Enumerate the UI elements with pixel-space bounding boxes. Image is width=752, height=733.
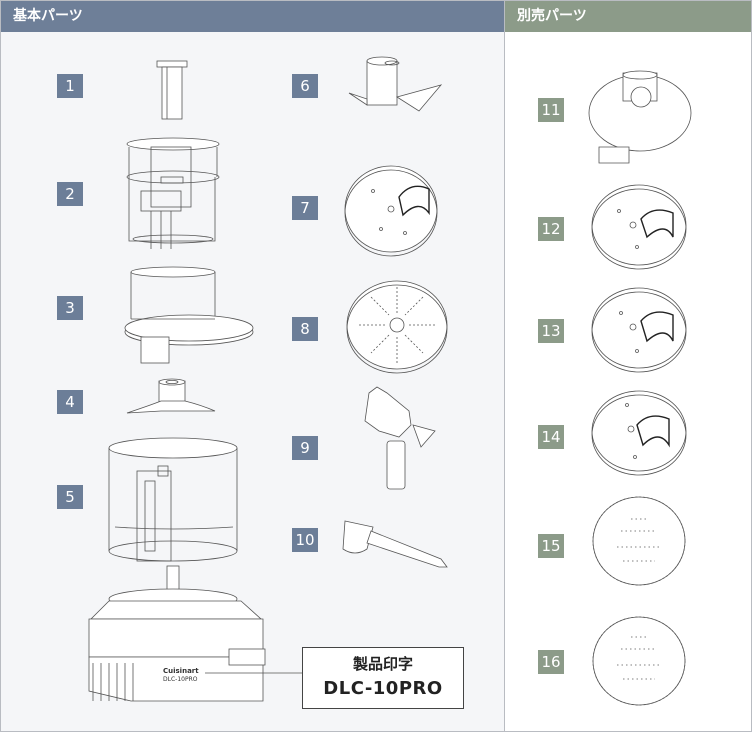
- part-14-slicing-disc: [591, 390, 687, 476]
- part-15-grating-disc: [592, 496, 686, 586]
- optional-parts-header: 別売パーツ: [505, 1, 751, 32]
- badge-14: 14: [538, 425, 564, 449]
- part-9-dough-blade: [364, 386, 436, 490]
- badge-13: 13: [538, 319, 564, 343]
- badge-8: 8: [292, 317, 318, 341]
- badge-1: 1: [57, 74, 83, 98]
- part-6-stem-blade: [348, 56, 443, 112]
- product-label-title: 製品印字: [352, 655, 413, 673]
- motor-base: [88, 565, 266, 702]
- part-13-slicing-disc: [591, 287, 687, 373]
- badge-9: 9: [292, 436, 318, 460]
- badge-11: 11: [538, 98, 564, 122]
- part-8-shredding-disc: [346, 280, 448, 374]
- part-5-bowl: [108, 437, 238, 562]
- part-4-blade: [126, 378, 216, 414]
- part-1-pusher: [156, 60, 188, 120]
- part-16-grating-disc: [592, 616, 686, 706]
- product-label-model: DLC-10PRO: [323, 678, 443, 699]
- part-2-lid: [126, 137, 220, 249]
- basic-parts-header: 基本パーツ: [1, 1, 504, 32]
- badge-6: 6: [292, 74, 318, 98]
- part-12-slicing-disc: [591, 184, 687, 270]
- badge-2: 2: [57, 182, 83, 206]
- part-10-spatula: [342, 520, 448, 568]
- badge-7: 7: [292, 196, 318, 220]
- badge-10: 10: [292, 528, 318, 552]
- product-label-box: 製品印字 DLC-10PRO: [302, 647, 464, 709]
- part-11-lid: [588, 70, 692, 164]
- badge-16: 16: [538, 650, 564, 674]
- part-7-slicing-disc: [344, 165, 438, 257]
- badge-5: 5: [57, 485, 83, 509]
- part-3-cover: [124, 266, 254, 364]
- badge-15: 15: [538, 534, 564, 558]
- badge-12: 12: [538, 217, 564, 241]
- base-model-text: DLC-10PRO: [163, 676, 198, 683]
- badge-4: 4: [57, 390, 83, 414]
- badge-3: 3: [57, 296, 83, 320]
- base-brand-text: Cuisinart: [163, 667, 199, 675]
- panel-divider: [504, 1, 505, 731]
